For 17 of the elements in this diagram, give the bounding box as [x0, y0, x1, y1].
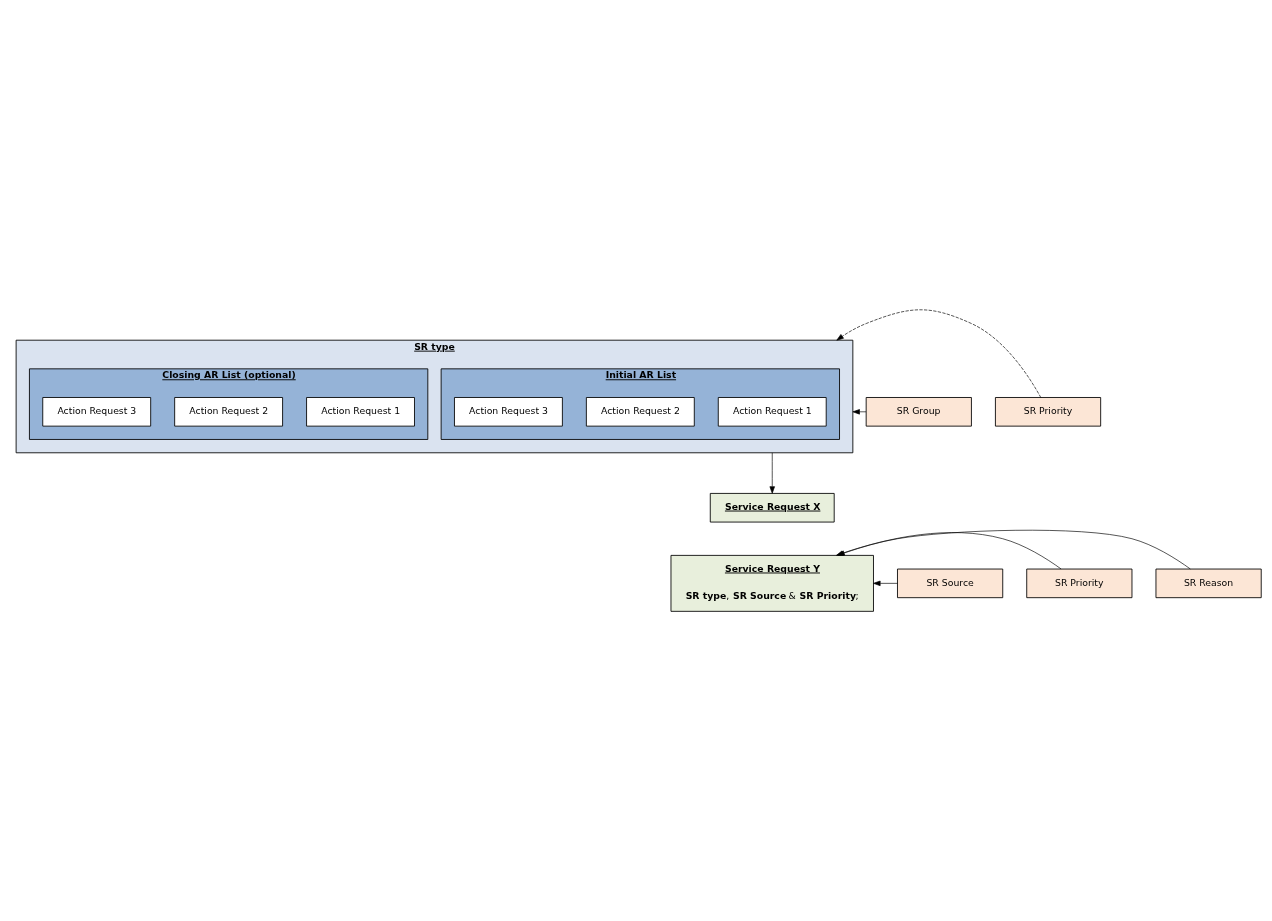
node-box: SR Priority: [1026, 568, 1133, 599]
node-box: Action Request 2: [585, 397, 695, 427]
node-box: Action Request 2: [174, 397, 284, 427]
node-box: Service Request X: [709, 493, 835, 523]
node-box: Action Request 3: [42, 397, 152, 427]
arrow: [873, 580, 898, 587]
arrow: [836, 309, 1042, 398]
node-box: Action Request 3: [454, 397, 563, 427]
arrow: [852, 409, 867, 415]
node-box: SR Priority: [994, 397, 1102, 427]
node-box: SR Group: [865, 397, 972, 427]
node-box: Action Request 1: [306, 397, 415, 427]
node-box: SR Reason: [1155, 568, 1262, 599]
node-box: Service Request Y SR type, SR Source & SR Priority;: [670, 554, 874, 612]
arrow: [769, 452, 775, 494]
node-box: Action Request 1: [717, 397, 827, 427]
node-box: SR Source: [897, 568, 1004, 599]
